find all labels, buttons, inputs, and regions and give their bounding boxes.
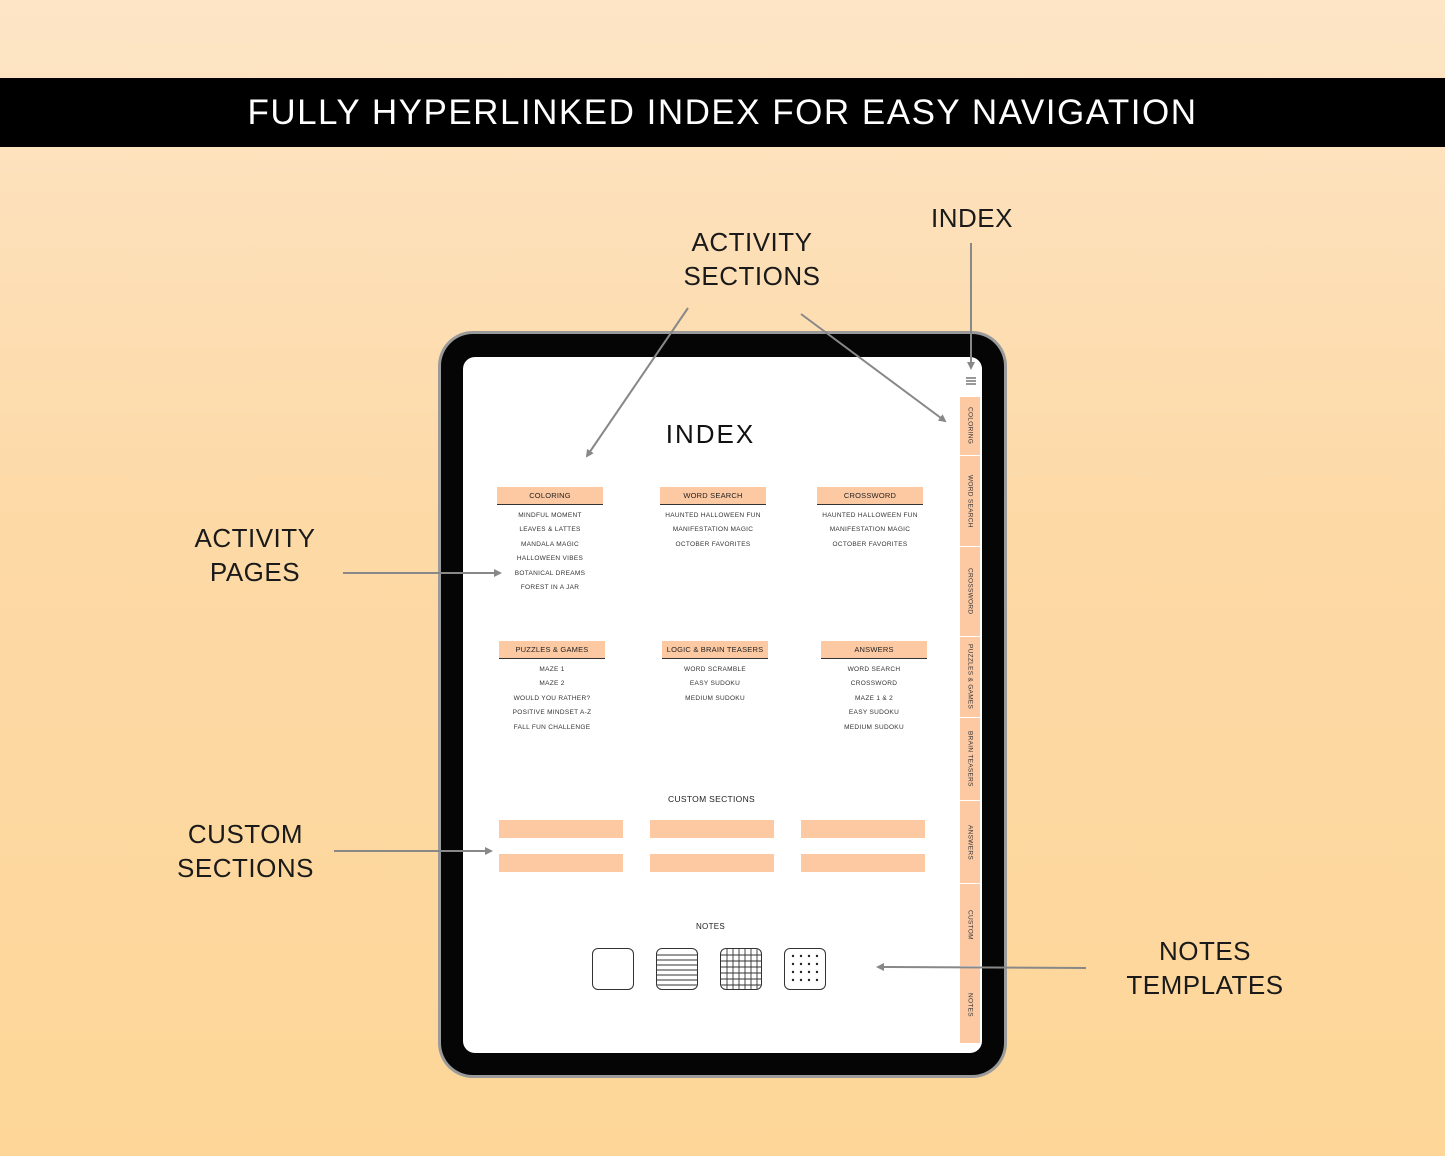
tab-label: NOTES (966, 993, 974, 1017)
index-link[interactable]: MANDALA MAGIC (520, 540, 580, 548)
section-items: HAUNTED HALLOWEEN FUN MANIFESTATION MAGIC… (817, 509, 923, 552)
index-link[interactable]: MAZE 2 (539, 680, 565, 688)
section-answers: ANSWERS WORD SEARCH CROSSWORD MAZE 1 & 2 EAS… (821, 641, 927, 735)
section-header-puzzles-games[interactable]: PUZZLES & GAMES (499, 641, 605, 659)
section-items: MAZE 1 MAZE 2 WOULD YOU RATHER? POSITIVE MI… (499, 663, 605, 735)
custom-section-slot[interactable] (801, 854, 925, 872)
index-link[interactable]: OCTOBER FAVORITES (675, 540, 751, 548)
section-coloring: COLORING MINDFUL MOMENT LEAVES & LATTES MAN… (497, 487, 603, 595)
index-link[interactable]: FALL FUN CHALLENGE (513, 723, 591, 731)
section-logic-brain-teasers: LOGIC & BRAIN TEASERS WORD SCRAMBLE EASY S… (662, 641, 768, 706)
banner-title: FULLY HYPERLINKED INDEX FOR EASY NAVIGAT… (247, 92, 1198, 132)
index-link[interactable]: BOTANICAL DREAMS (514, 569, 586, 577)
custom-section-slot[interactable] (650, 854, 774, 872)
menu-icon[interactable] (960, 367, 982, 395)
section-header-coloring[interactable]: COLORING (497, 487, 603, 505)
index-link[interactable]: LEAVES & LATTES (519, 526, 581, 534)
tab-answers[interactable]: ANSWERS (960, 801, 980, 884)
section-header-logic-brain-teasers[interactable]: LOGIC & BRAIN TEASERS (662, 641, 768, 659)
dotted-template-icon[interactable] (784, 948, 826, 990)
tab-label: ANSWERS (966, 824, 974, 860)
tablet-screen: INDEX COLORING MINDFUL MOMENT LEAVES & LAT… (463, 357, 982, 1053)
tab-label: CROSSWORD (966, 568, 974, 615)
index-link[interactable]: EASY SUDOKU (848, 709, 900, 717)
index-link[interactable]: WORD SCRAMBLE (683, 666, 747, 673)
tab-brain-teasers[interactable]: BRAIN TEASERS (960, 718, 980, 801)
section-items: WORD SCRAMBLE EASY SUDOKU MEDIUM SUDOKU (662, 663, 768, 706)
tab-custom[interactable]: CUSTOM (960, 884, 980, 967)
blank-template-icon[interactable] (592, 948, 634, 990)
section-crossword: CROSSWORD HAUNTED HALLOWEEN FUN MANIFESTAT… (817, 487, 923, 552)
notes-title: NOTES (695, 922, 726, 931)
index-link[interactable]: MEDIUM SUDOKU (844, 723, 904, 731)
tab-crossword[interactable]: CROSSWORD (960, 547, 980, 637)
custom-section-slot[interactable] (499, 820, 623, 838)
tab-label: WORD SEARCH (966, 474, 974, 528)
callout-notes-templates: NOTES TEMPLATES (1126, 936, 1284, 1000)
callout-index: INDEX (931, 203, 1013, 233)
tab-notes[interactable]: NOTES (960, 967, 980, 1044)
section-items: HAUNTED HALLOWEEN FUN MANIFESTATION MAGIC… (660, 509, 766, 552)
custom-section-slot[interactable] (499, 854, 623, 872)
section-header-word-search[interactable]: WORD SEARCH (660, 487, 766, 505)
index-link[interactable]: WOULD YOU RATHER? (513, 694, 591, 702)
side-tabs: COLORING WORD SEARCH CROSSWORD PUZZLES & GA… (960, 357, 982, 1053)
index-link[interactable]: OCTOBER FAVORITES (832, 540, 908, 548)
tab-puzzles-games[interactable]: PUZZLES & GAMES (960, 637, 980, 718)
index-link[interactable]: MINDFUL MOMENT (518, 512, 582, 519)
index-link[interactable]: HAUNTED HALLOWEEN FUN (665, 512, 761, 519)
index-link[interactable]: MAZE 1 & 2 (854, 694, 894, 702)
index-link[interactable]: MANIFESTATION MAGIC (672, 526, 754, 534)
tab-label: PUZZLES & GAMES (966, 644, 974, 710)
index-link[interactable]: POSITIVE MINDSET A-Z (512, 709, 592, 717)
tab-word-search[interactable]: WORD SEARCH (960, 456, 980, 547)
section-header-crossword[interactable]: CROSSWORD (817, 487, 923, 505)
custom-section-slot[interactable] (650, 820, 774, 838)
section-puzzles-games: PUZZLES & GAMES MAZE 1 MAZE 2 WOULD YOU RAT… (499, 641, 605, 735)
index-link[interactable]: HAUNTED HALLOWEEN FUN (822, 512, 918, 519)
custom-sections-title: CUSTOM SECTIONS (668, 794, 755, 804)
tab-coloring[interactable]: COLORING (960, 397, 980, 456)
banner: FULLY HYPERLINKED INDEX FOR EASY NAVIGAT… (0, 78, 1445, 147)
index-link[interactable]: MAZE 1 (539, 666, 565, 673)
index-link[interactable]: WORD SEARCH (847, 666, 901, 673)
custom-section-slot[interactable] (801, 820, 925, 838)
index-link[interactable]: MANIFESTATION MAGIC (829, 526, 911, 534)
index-link[interactable]: EASY SUDOKU (689, 680, 741, 688)
section-items: WORD SEARCH CROSSWORD MAZE 1 & 2 EASY SUDOK… (821, 663, 927, 735)
tab-label: CUSTOM (966, 910, 974, 940)
section-items: MINDFUL MOMENT LEAVES & LATTES MANDALA MAG… (497, 509, 603, 595)
index-link[interactable]: HALLOWEEN VIBES (516, 555, 584, 563)
callout-activity-pages: ACTIVITY PAGES (194, 523, 316, 587)
index-link[interactable]: CROSSWORD (850, 680, 898, 688)
callout-custom-sections: CUSTOM SECTIONS (177, 819, 314, 883)
section-header-answers[interactable]: ANSWERS (821, 641, 927, 659)
grid-template-icon[interactable] (720, 948, 762, 990)
callout-activity-sections: ACTIVITY SECTIONS (683, 227, 821, 291)
index-link[interactable]: FOREST IN A JAR (520, 584, 580, 592)
section-word-search: WORD SEARCH HAUNTED HALLOWEEN FUN MANIFEST… (660, 487, 766, 552)
tab-label: COLORING (966, 407, 974, 445)
tab-label: BRAIN TEASERS (966, 731, 974, 787)
lined-template-icon[interactable] (656, 948, 698, 990)
index-link[interactable]: MEDIUM SUDOKU (685, 694, 745, 702)
page-title: INDEX (665, 419, 756, 449)
